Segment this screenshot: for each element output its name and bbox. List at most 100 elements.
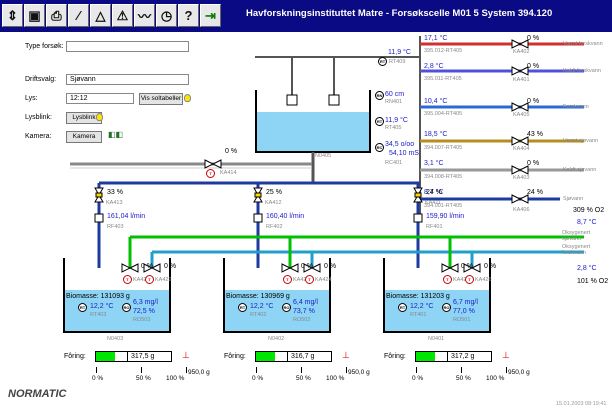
oxygen-tag: RO502 (293, 317, 311, 323)
o2-percent-2: 101 % O2 (577, 278, 609, 285)
ka414-pct: 0 % (225, 148, 238, 155)
camera-icon[interactable]: ◧◧ (108, 130, 124, 139)
feed-value: 316,7 g (287, 351, 332, 362)
oxy-sea-label: Oksygenert sjøvann (562, 230, 591, 242)
supply-valve-tag[interactable]: KA406 (513, 207, 530, 213)
driftsvalg-field[interactable]: Sjøvann (66, 74, 189, 85)
header-temp-tag: RT409 (389, 59, 406, 65)
driftsvalg-label: Driftsvalg: (25, 76, 57, 83)
alarm-ack-icon[interactable]: ⚠ (112, 4, 133, 27)
inlet-valve-pct: 0 % (164, 263, 177, 270)
lys-field[interactable]: 12:12 (66, 93, 134, 104)
supply-sensor: 395.012-RT405 (424, 48, 463, 54)
vis-soltabeller-button[interactable]: Vis soltabeller (139, 93, 183, 105)
supply-valve-tag[interactable]: KA403 (513, 175, 530, 181)
trend-icon[interactable]: 〰 (134, 4, 155, 27)
tank-name: N0403 (107, 336, 124, 342)
alarm-icon[interactable]: △ (90, 4, 111, 27)
inlet-valve-tag[interactable]: KA424 (315, 277, 332, 283)
exit-icon[interactable]: ⇥ (200, 4, 221, 27)
salinity-value: 34,5 o/oo (385, 141, 415, 148)
supply-valve-pct: 0 % (527, 35, 540, 42)
oxygen-percent: 72,5 % (133, 308, 155, 315)
oxygen-sensor-icon: RO (282, 303, 291, 312)
branch-valve-tag[interactable]: KA411 (425, 200, 442, 206)
supply-valve-tag[interactable]: KA404 (513, 146, 530, 152)
supply-valve-pct: 24 % (527, 189, 543, 196)
valve-alarm-icon: T (123, 275, 132, 284)
supply-sensor: 394.008-RT405 (424, 174, 463, 180)
inlet-valve-tag[interactable]: KA423 (293, 277, 310, 283)
valve-alarm-icon: T (305, 275, 314, 284)
temp2-sensor-icon: RT (375, 117, 384, 126)
branch-valve-tag[interactable]: KA412 (265, 200, 282, 206)
inlet-valve-tag[interactable]: KA421 (133, 277, 150, 283)
help-icon[interactable]: ? (178, 4, 199, 27)
supply-temp: 8,7 °C (424, 189, 444, 196)
feed-dispenser-icon[interactable]: ⊥ (182, 350, 190, 360)
supply-name: Varmt ferskvann (563, 41, 603, 47)
kamera-button[interactable]: Kamera (66, 131, 102, 143)
supply-valve-tag[interactable]: KA405 (513, 112, 530, 118)
lysblink-lamp-icon (96, 113, 103, 121)
header-tank-tag: N0405 (315, 153, 332, 159)
supply-valve-pct: 43 % (527, 131, 543, 138)
inlet-valve-pct: 0 % (301, 263, 314, 270)
scale-100: 100 % (166, 375, 185, 382)
valve-alarm-icon: T (283, 275, 292, 284)
salinity-tag: RC401 (385, 160, 403, 166)
branch-valve-tag[interactable]: KA413 (106, 200, 123, 206)
temp-sensor-icon: RT (378, 57, 387, 66)
feed-label: Fôring: (64, 353, 86, 360)
flow-tag: RF402 (266, 224, 283, 230)
feed-value: 317,5 g (127, 351, 172, 362)
valve-alarm-icon: T (443, 275, 452, 284)
supply-name: Kaldt sjøvann (563, 167, 597, 173)
supply-temp: 3,1 °C (424, 160, 444, 167)
supply-valve-tag[interactable]: KA402 (513, 49, 530, 55)
feed-dispenser-icon[interactable]: ⊥ (342, 350, 350, 360)
header-temp: 11,9 °C (388, 49, 411, 56)
pencil-icon[interactable]: ∕ (68, 4, 89, 27)
supply-temp: 10,4 °C (424, 98, 448, 105)
header-level: 60 cm (385, 91, 405, 98)
scale-max: 950,0 g (508, 369, 530, 376)
oxygen-tag: RO501 (453, 317, 471, 323)
scale-max: 950,0 g (188, 369, 210, 376)
tank-name: N0401 (428, 336, 445, 342)
supply-valve-tag[interactable]: KA401 (513, 77, 530, 83)
fresh-temp: 2,8 °C (577, 265, 597, 272)
type-forsok-field[interactable] (66, 41, 189, 52)
normatic-logo: NORMATIC (8, 388, 67, 400)
flow-tag: RF403 (107, 224, 124, 230)
inlet-valve-tag[interactable]: KA422 (155, 277, 172, 283)
inlet-valve-pct: 0 % (141, 263, 154, 270)
branch-valve-pct: 25 % (266, 189, 282, 196)
feed-dispenser-icon[interactable]: ⊥ (502, 350, 510, 360)
lysblink-label: Lysblink: (25, 114, 52, 121)
supply-valve-pct: 0 % (527, 160, 540, 167)
feed-bar-fill (96, 352, 116, 361)
ka414-tag[interactable]: KA414 (220, 170, 237, 176)
inlet-valve-tag[interactable]: KA425 (453, 277, 470, 283)
supply-temp: 18,5 °C (424, 131, 448, 138)
scale-100: 100 % (486, 375, 505, 382)
oxygen-percent: 77,0 % (453, 308, 475, 315)
supply-name: Ferskvann (563, 104, 589, 110)
scale-50: 50 % (296, 375, 311, 382)
arrows-icon[interactable]: ⇕ (2, 4, 23, 27)
feed-bar-fill (416, 352, 436, 361)
flow-value: 159,90 l/min (426, 213, 465, 220)
inlet-valve-pct: 0 % (324, 263, 337, 270)
clock-icon[interactable]: ◷ (156, 4, 177, 27)
toolbar: ⇕ ▣ ⎙ ∕ △ ⚠ 〰 ◷ ? ⇥ Havforskningsinstitu… (0, 0, 612, 32)
supply-temp: 2,8 °C (424, 63, 444, 70)
printer-icon[interactable]: ⎙ (46, 4, 67, 27)
inlet-valve-pct: 0 % (461, 263, 474, 270)
supply-name: Varmt sjøvann (563, 138, 599, 144)
save-icon[interactable]: ▣ (24, 4, 45, 27)
lamp-icon (184, 94, 191, 102)
scale-0: 0 % (252, 375, 264, 382)
inlet-valve-tag[interactable]: KA426 (475, 277, 492, 283)
